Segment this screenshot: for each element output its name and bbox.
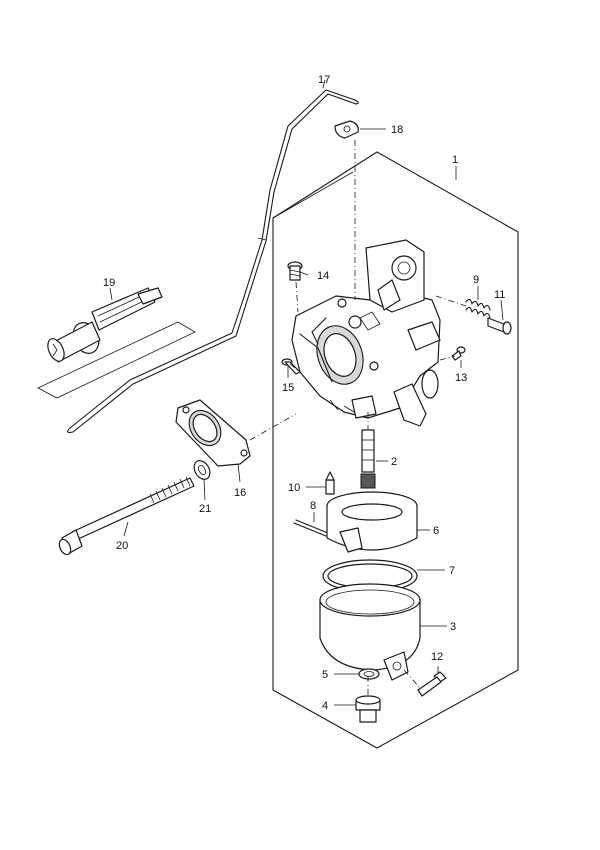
callout-2: 2 — [391, 456, 397, 468]
washer-5 — [358, 668, 380, 680]
axis-idle-screw — [295, 281, 299, 313]
axis-screw-15 — [289, 363, 301, 373]
callout-1: 1 — [452, 154, 458, 166]
axis-gasket — [249, 413, 297, 441]
rod-clip-18 — [334, 120, 359, 139]
callout-14: 14 — [317, 270, 329, 282]
callout-10: 10 — [288, 482, 300, 494]
screw-13 — [451, 346, 466, 361]
screw-15 — [281, 358, 301, 375]
long-bolt-20 — [58, 476, 195, 556]
callout-6: 6 — [433, 525, 439, 537]
gasket-16 — [175, 399, 251, 467]
washer-21 — [193, 460, 211, 480]
float-6 — [326, 491, 418, 553]
choke-knob-19 — [37, 287, 196, 399]
callout-11: 11 — [494, 289, 505, 301]
callout-21: 21 — [199, 503, 211, 515]
callout-15: 15 — [282, 382, 294, 394]
axis-screw-13 — [439, 355, 456, 361]
callout-18: 18 — [391, 124, 403, 136]
callout-13: 13 — [455, 372, 467, 384]
callout-9: 9 — [473, 274, 479, 286]
callout-4: 4 — [322, 700, 328, 712]
needle-valve-10 — [325, 471, 335, 495]
axis-adjust — [435, 295, 467, 307]
float-bowl-3 — [319, 583, 421, 681]
throttle-rod-17 — [67, 89, 359, 434]
spring-9 — [465, 298, 491, 319]
callout-7: 7 — [449, 565, 455, 577]
callout-16: 16 — [234, 487, 246, 499]
callout-5: 5 — [322, 669, 328, 681]
idle-screw-14 — [287, 261, 303, 281]
carburetor-body — [291, 239, 441, 427]
callout-leaders — [109, 79, 504, 706]
callout-8: 8 — [310, 500, 316, 512]
main-jet-2 — [360, 429, 376, 489]
axis-drain-screw — [403, 669, 421, 689]
drain-plug-4 — [355, 695, 381, 723]
callout-3: 3 — [450, 621, 456, 633]
callout-17: 17 — [318, 74, 330, 86]
callout-19: 19 — [103, 277, 115, 289]
adjust-screw-11 — [487, 317, 512, 335]
callout-12: 12 — [431, 651, 443, 663]
assembly-boundary-ridge — [272, 171, 354, 219]
callout-20: 20 — [116, 540, 128, 552]
drain-screw-12 — [417, 671, 447, 697]
